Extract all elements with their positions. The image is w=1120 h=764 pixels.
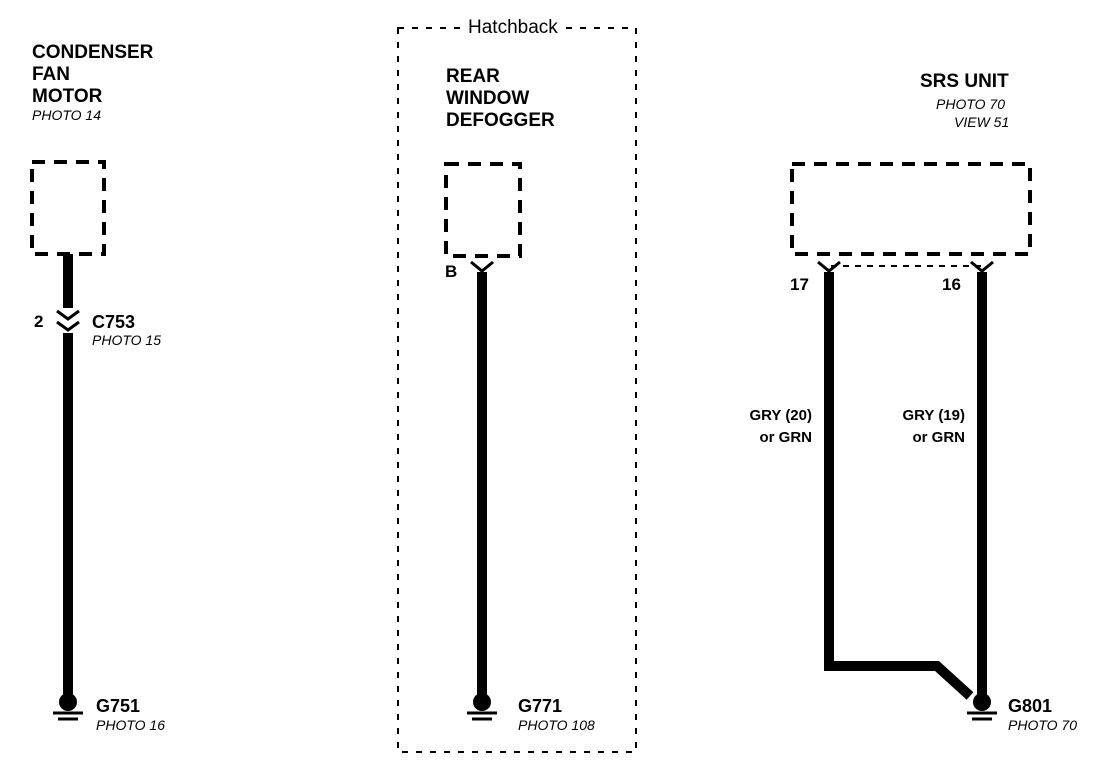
condenser-photo-ref: PHOTO 14 — [32, 107, 101, 123]
srs-pin-16-label: 16 — [942, 275, 961, 294]
defogger-pin-b-icon — [470, 260, 494, 273]
rear-window-defogger-box — [444, 162, 522, 258]
g801-ground-icon — [967, 693, 997, 721]
g751-photo-ref: PHOTO 16 — [96, 717, 165, 733]
c753-photo-ref: PHOTO 15 — [92, 332, 161, 348]
c753-pin-number: 2 — [34, 312, 44, 331]
srs-photo-ref: PHOTO 70 — [936, 96, 1005, 112]
defogger-title-line-3: DEFOGGER — [446, 110, 555, 131]
c753-connector-icon — [56, 309, 80, 332]
defogger-pin-label: B — [445, 262, 458, 281]
g771-ground-icon — [467, 693, 497, 721]
c753-connector-label: C753 — [92, 312, 136, 332]
condenser-title-line-2: FAN — [32, 64, 70, 85]
g801-photo-ref: PHOTO 70 — [1008, 717, 1077, 733]
srs-view-ref: VIEW 51 — [954, 114, 1010, 130]
hatchback-label: Hatchback — [464, 18, 562, 38]
condenser-title-line-3: MOTOR — [32, 86, 103, 107]
defogger-title-line-1: REAR — [446, 66, 500, 87]
defogger-title-line-2: WINDOW — [446, 88, 530, 109]
srs-unit-box — [790, 162, 1032, 256]
srs-wire-16-color-line-2: or GRN — [912, 429, 966, 446]
srs-wire-17-color: GRY (20) or GRN — [749, 405, 812, 449]
srs-pin-16-icon — [970, 260, 994, 273]
hatchback-region-border — [397, 27, 637, 753]
g751-ground-icon — [53, 693, 83, 721]
srs-wire-16-color-line-1: GRY (19) — [902, 407, 965, 424]
srs-wire-16-color: GRY (19) or GRN — [902, 405, 965, 449]
g751-label: G751 — [96, 696, 141, 716]
g771-photo-ref: PHOTO 108 — [518, 717, 595, 733]
condenser-fan-motor-box — [30, 160, 106, 256]
g771-label: G771 — [518, 696, 563, 716]
srs-wire-pin-17 — [824, 272, 974, 700]
srs-pin-17-icon — [817, 260, 841, 273]
g801-label: G801 — [1008, 696, 1053, 716]
srs-wire-17-color-line-2: or GRN — [759, 429, 813, 446]
srs-title: SRS UNIT — [920, 71, 1009, 92]
condenser-title-line-1: CONDENSER — [32, 42, 154, 63]
srs-pin-17-label: 17 — [790, 275, 809, 294]
srs-wire-17-color-line-1: GRY (20) — [749, 407, 812, 424]
